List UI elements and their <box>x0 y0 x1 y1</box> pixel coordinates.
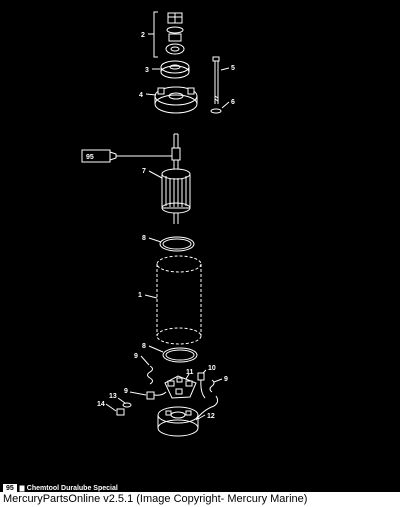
copyright-caption: MercuryPartsOnline v2.5.1 (Image Copyrig… <box>3 493 308 505</box>
leader-line <box>197 414 206 420</box>
exploded-parts-diagram: 95 2 3 4 5 6 7 8 1 8 9 10 11 9 9 13 14 1… <box>0 0 400 492</box>
leader-line <box>148 237 162 243</box>
end-cap-part <box>154 86 198 114</box>
leader-line <box>202 369 207 374</box>
tube-icon <box>19 485 25 492</box>
commutator-end-cap-part <box>157 406 199 437</box>
callout-6: 6 <box>231 99 235 106</box>
drive-part <box>160 60 190 79</box>
leader-line <box>213 378 223 383</box>
lubricant-legend: 95 Chemtool Duralube Special <box>3 483 118 494</box>
washer-part <box>166 26 184 34</box>
armature-part <box>161 133 191 224</box>
callout-1: 1 <box>138 292 142 299</box>
leader-line <box>148 345 164 353</box>
spacer-part <box>168 33 182 42</box>
callout-9-right: 9 <box>224 376 228 383</box>
callout-5: 5 <box>231 65 235 72</box>
callout-14: 14 <box>97 401 105 408</box>
leader-line <box>117 397 126 404</box>
callout-3: 3 <box>145 67 149 74</box>
callout-12: 12 <box>207 413 215 420</box>
leader-line <box>148 170 163 179</box>
leader-line <box>140 355 150 366</box>
leader-line <box>129 391 147 396</box>
leader-line <box>105 403 117 412</box>
insulator-washer-part <box>122 402 132 408</box>
callout-11: 11 <box>186 369 194 376</box>
leader-line <box>145 93 157 96</box>
callout-2: 2 <box>141 32 145 39</box>
brush-spring-part <box>147 365 153 385</box>
lock-washer-part <box>210 108 222 114</box>
callout-9-lower: 9 <box>124 388 128 395</box>
leader-line <box>221 101 230 109</box>
o-ring-upper-part <box>159 236 195 252</box>
terminal-nut-part <box>116 408 125 416</box>
legend-text: Chemtool Duralube Special <box>26 484 118 492</box>
o-ring-lower-part <box>162 347 198 363</box>
leader-line <box>144 294 158 299</box>
leader-line <box>220 67 230 71</box>
through-bolt-part <box>212 56 220 104</box>
brush-plate-part <box>164 375 197 399</box>
nut-part <box>167 12 183 24</box>
callout-9-left: 9 <box>134 353 138 360</box>
brush-wire <box>195 395 219 421</box>
callout-8-lower: 8 <box>142 343 146 350</box>
frame-housing-part <box>156 255 202 345</box>
brush-lead-part <box>197 372 206 399</box>
legend-code: 95 <box>3 483 17 494</box>
callout-7: 7 <box>142 168 146 175</box>
callout-13: 13 <box>109 393 117 400</box>
lubricant-tube-icon <box>81 149 172 163</box>
brush-lead-part <box>146 391 167 400</box>
callout-bracket <box>153 11 158 58</box>
callout-8-upper: 8 <box>142 235 146 242</box>
bearing-part <box>165 43 185 55</box>
brush-spring-part <box>209 379 215 393</box>
callout-4: 4 <box>139 92 143 99</box>
tube-label: 95 <box>86 154 94 161</box>
leader-line <box>185 373 190 380</box>
diagram-canvas: 95 2 3 4 5 6 7 8 1 8 9 10 11 9 9 13 14 1… <box>81 11 235 437</box>
callout-10: 10 <box>208 365 216 372</box>
